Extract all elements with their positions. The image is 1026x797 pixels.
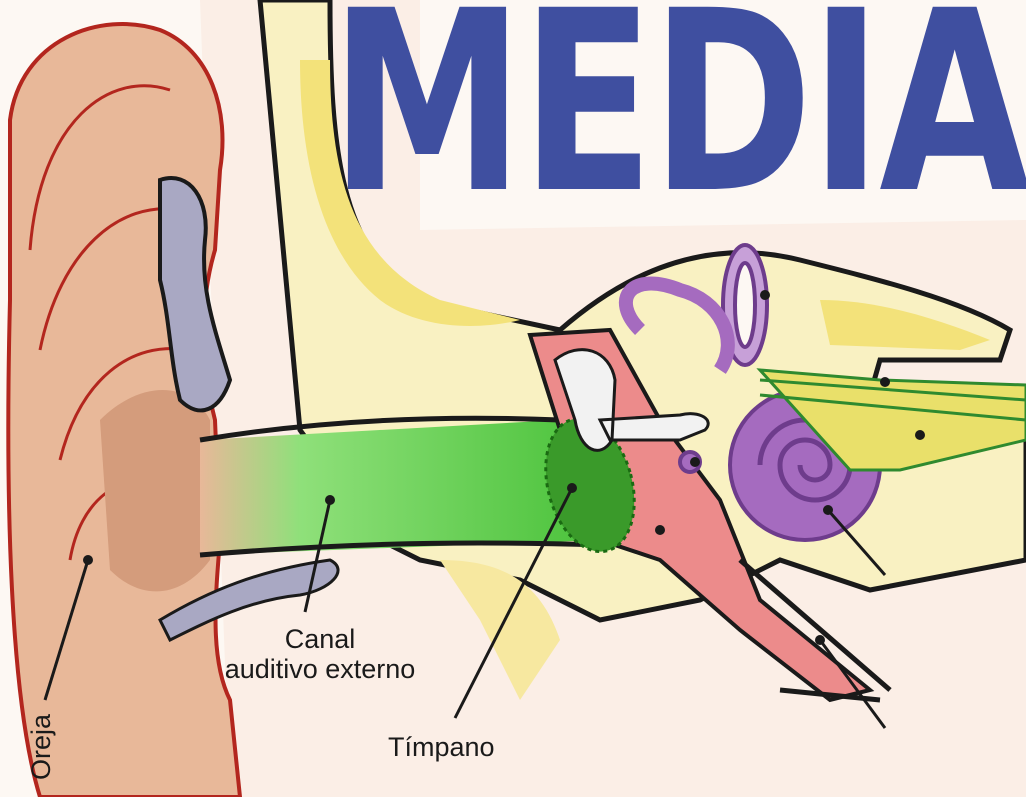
label-canal-line2: auditivo externo [200,654,440,684]
label-canal-line1: Canal [200,624,440,654]
label-timpano: Tímpano [388,732,495,762]
ear-canal-shape [200,420,600,555]
label-canal: Canal auditivo externo [200,624,440,684]
page-title: MEDIA [330,0,873,238]
label-oreja: Oreja [26,714,56,780]
